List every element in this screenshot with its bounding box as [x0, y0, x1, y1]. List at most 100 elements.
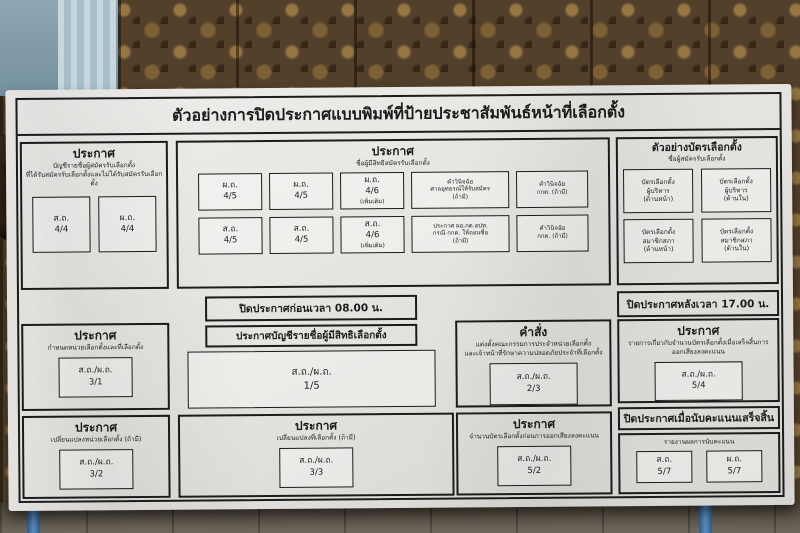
- form-number: 5/4: [691, 380, 706, 391]
- ballot-grid: บัตรเลือกตั้ง ผู้บริหาร (ด้านหน้า) บัตรเ…: [622, 167, 772, 264]
- form-box-5-4: ส.ถ./ผ.ถ. 5/4: [654, 360, 743, 402]
- form-code: ส.ถ.: [293, 223, 310, 234]
- section-unit-change: ประกาศ เปลี่ยนแปลงหน่วยเลือกตั้ง (ถ้ามี)…: [21, 414, 171, 499]
- section-subtitle: จำนวนบัตรเลือกตั้งก่อนการออกเสียงลงคะแนน: [469, 431, 599, 441]
- form-text: กกต. (ถ้ามี): [537, 232, 568, 241]
- form-number: 4/5: [294, 190, 309, 202]
- section-candidate-list: ประกาศ บัญชีรายชื่อผู้สมัครรับเลือกตั้ง …: [19, 140, 169, 290]
- section-subtitle: ชื่อผู้มีสิทธิสมัครรับเลือกตั้ง: [356, 158, 430, 168]
- section-header: คำสั่ง: [519, 324, 548, 340]
- form-box: คำวินิจฉัย กกต. (ถ้ามี): [516, 214, 589, 252]
- form-code: ผ.ถ.: [119, 212, 136, 224]
- strip-post-after-count: ปิดประกาศเมื่อนับคะแนนเสร็จสิ้น: [617, 406, 781, 431]
- section-subtitle: เปลี่ยนแปลงหน่วยเลือกตั้ง (ถ้ามี): [50, 435, 142, 444]
- form-number: 4/6: [365, 186, 380, 197]
- form-box-phth-5-7: ผ.ถ. 5/7: [706, 449, 763, 483]
- section-header: ประกาศ: [74, 328, 117, 343]
- ballot-text: (ด้านใน): [723, 194, 749, 203]
- form-box-5-2: ส.ถ./ผ.ถ. 5/2: [497, 445, 572, 487]
- form-code: ผ.ถ.: [222, 180, 238, 191]
- form-number: 4/5: [294, 234, 309, 246]
- section-ballots-after-voting: ประกาศ รายการเกี่ยวกับจำนวนบัตรเลือกตั้ง…: [617, 318, 780, 404]
- form-code: ส.ถ.: [364, 219, 381, 230]
- section-subtitle: และเจ้าหน้าที่รักษาความปลอดภัยประจำที่เล…: [464, 348, 603, 358]
- form-box-row: ผ.ถ. 4/5 ผ.ถ. 4/5 ผ.ถ. 4/6 (เพิ่มเติม): [198, 170, 589, 211]
- form-number: 3/1: [88, 377, 103, 388]
- ballot-text: ผู้บริหาร: [646, 186, 670, 195]
- form-text: กกต. (ถ้ามี): [536, 188, 568, 197]
- ballot-text: (ด้านหน้า): [643, 245, 674, 254]
- section-eligible-candidates: ประกาศ ชื่อผู้มีสิทธิสมัครรับเลือกตั้ง ผ…: [175, 137, 611, 289]
- ballot-box-council-front: บัตรเลือกตั้ง สมาชิกสภา (ด้านหน้า): [623, 218, 694, 264]
- ballot-box-council-inside: บัตรเลือกตั้ง สมาชิกสภา (ด้านใน): [701, 217, 772, 263]
- ballot-text: (ด้านหน้า): [643, 195, 674, 204]
- form-code: ส.ถ./ผ.ถ.: [79, 457, 114, 468]
- form-box-1-5: ส.ถ./ผ.ถ. 1/5: [187, 349, 436, 409]
- ballot-text: ผู้บริหาร: [724, 185, 748, 194]
- section-place-change: ประกาศ เปลี่ยนแปลงที่เลือกตั้ง (ถ้ามี) ส…: [177, 412, 455, 498]
- announcement-banner: ตัวอย่างการปิดประกาศแบบพิมพ์ที่ป้ายประชา…: [5, 83, 795, 512]
- form-box-3-1: ส.ถ./ผ.ถ. 3/1: [58, 356, 133, 398]
- section-subtitle: เปลี่ยนแปลงที่เลือกตั้ง (ถ้ามี): [276, 433, 356, 442]
- ballot-text: สมาชิกสภา: [642, 236, 675, 245]
- section-subtitle: รายการเกี่ยวกับจำนวนบัตรเลือกตั้งเมื่อเส…: [628, 338, 769, 356]
- ballot-box-executive-inside: บัตรเลือกตั้ง ผู้บริหาร (ด้านใน): [700, 167, 772, 213]
- form-box-sth-5-7: ส.ถ. 5/7: [636, 450, 693, 483]
- section-header: ประกาศ: [294, 418, 338, 433]
- form-box: ส.ถ. 4/5: [198, 216, 263, 255]
- form-note: (เพิ่มเติม): [359, 197, 385, 206]
- form-code: ส.ถ./ผ.ถ.: [299, 455, 334, 467]
- ballot-box-executive-front: บัตรเลือกตั้ง ผู้บริหาร (ด้านหน้า): [622, 168, 694, 214]
- form-code: ส.ถ.: [656, 455, 673, 466]
- form-note: (เพิ่มเติม): [360, 241, 385, 250]
- form-code: ผ.ถ.: [726, 454, 743, 465]
- light-blue-curtain: [58, 0, 116, 96]
- form-code: ส.ถ./ผ.ถ.: [78, 365, 113, 376]
- section-subtitle: ชื่อผู้สมัครรับเลือกตั้ง: [668, 154, 726, 164]
- form-number: 4/6: [365, 230, 380, 241]
- strip-post-before-0800: ปิดประกาศก่อนเวลา 08.00 น.: [204, 294, 418, 322]
- form-number: 5/2: [527, 465, 542, 476]
- blue-pole-right: [699, 505, 712, 533]
- form-note: (ถ้ามี): [452, 193, 469, 201]
- form-number: 4/5: [223, 191, 238, 202]
- form-number: 4/4: [54, 224, 69, 236]
- form-box: ประกาศ ผอ.กต.อปท. กรณี กกต. ให้ถอนชื่อ (…: [411, 214, 510, 253]
- ballot-text: บัตรเลือกตั้ง: [641, 227, 676, 236]
- form-box: คำวินิจฉัย ศาลอุทธรณ์ให้รับสมัคร (ถ้ามี): [411, 170, 510, 209]
- form-box: ส.ถ. 4/6 (เพิ่มเติม): [340, 215, 405, 254]
- form-code: ส.ถ.: [53, 213, 70, 224]
- section-subtitle: ที่ได้รับสมัครรับเลือกตั้งและไม่ได้รับสม…: [25, 169, 163, 187]
- form-box-3-2: ส.ถ./ผ.ถ. 3/2: [59, 448, 134, 490]
- form-code: ผ.ถ.: [293, 179, 309, 190]
- form-box-phth-4-4: ผ.ถ. 4/4: [98, 196, 157, 253]
- form-box-3-3: ส.ถ./ผ.ถ. 3/3: [279, 447, 354, 488]
- form-code: ส.ถ./ผ.ถ.: [681, 369, 716, 380]
- form-code: ส.ถ.: [222, 224, 239, 235]
- banner-title: ตัวอย่างการปิดประกาศแบบพิมพ์ที่ป้ายประชา…: [17, 94, 780, 136]
- strip-post-after-1700: ปิดประกาศหลังเวลา 17.00 น.: [616, 290, 780, 318]
- form-box: ผ.ถ. 4/5: [198, 172, 263, 211]
- section-polling-units: ประกาศ กำหนดหน่วยเลือกตั้งและที่เลือกตั้…: [21, 322, 170, 411]
- form-number: 4/4: [120, 224, 135, 235]
- form-box-sth-4-4: ส.ถ. 4/4: [32, 196, 91, 254]
- form-code: ผ.ถ.: [364, 175, 380, 186]
- form-number: 5/7: [657, 466, 672, 477]
- form-code: ส.ถ./ผ.ถ.: [516, 371, 551, 383]
- section-header: ประกาศ: [677, 323, 720, 338]
- form-note: (ถ้ามี): [452, 237, 469, 245]
- ballot-text: สมาชิกสภา: [720, 235, 753, 244]
- form-box: ส.ถ. 4/5: [269, 216, 334, 254]
- ballot-text: (ด้านใน): [724, 244, 750, 253]
- section-committee-order: คำสั่ง แต่งตั้งคณะกรรมการประจำหน่วยเลือก…: [455, 319, 612, 408]
- voter-list-header: ประกาศบัญชีรายชื่อผู้มีสิทธิเลือกตั้ง: [205, 323, 418, 348]
- section-header: ประกาศ: [371, 143, 414, 159]
- ballot-text: บัตรเลือกตั้ง: [641, 177, 675, 186]
- form-number: 5/7: [727, 466, 742, 477]
- section-subtitle: รายงานผลการนับคะแนน: [663, 437, 735, 446]
- form-code: ส.ถ./ผ.ถ.: [517, 454, 552, 465]
- section-subtitle: กำหนดหน่วยเลือกตั้งและที่เลือกตั้ง: [47, 343, 144, 352]
- form-box-2-3: ส.ถ./ผ.ถ. 2/3: [489, 362, 578, 405]
- section-header: ประกาศ: [74, 420, 118, 435]
